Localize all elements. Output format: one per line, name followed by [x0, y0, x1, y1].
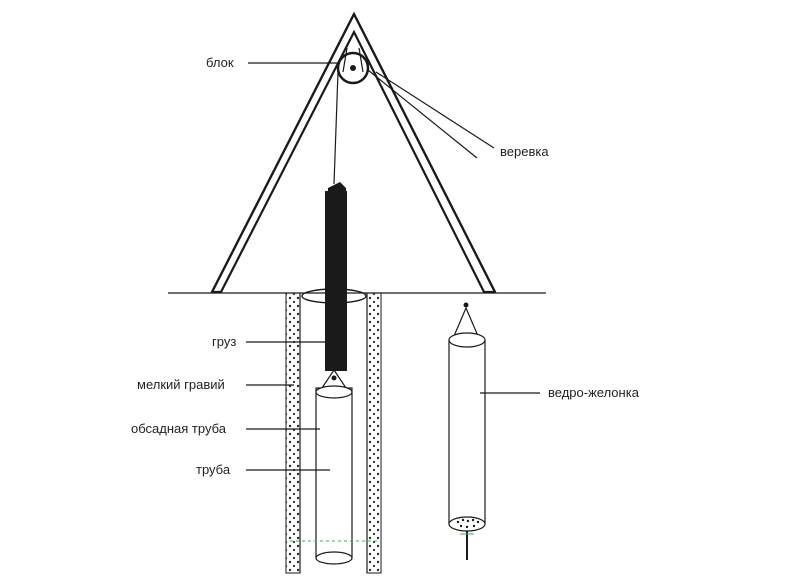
- pipe: [290, 368, 378, 565]
- label-bailer: ведро-желонка: [548, 385, 640, 400]
- label-gravel: мелкий гравий: [137, 377, 225, 392]
- bailer-bucket: [448, 302, 486, 560]
- label-rope: веревка: [500, 144, 549, 159]
- label-casing: обсадная труба: [131, 421, 227, 436]
- casing-pipe: [285, 288, 382, 574]
- pulley-block: [336, 47, 370, 85]
- rope: [333, 69, 478, 185]
- label-pipe: труба: [196, 462, 231, 477]
- label-block: блок: [206, 55, 234, 70]
- tripod: [210, 11, 497, 294]
- weight: [325, 182, 347, 371]
- label-weight: груз: [212, 334, 236, 349]
- leader-lines: [246, 62, 540, 471]
